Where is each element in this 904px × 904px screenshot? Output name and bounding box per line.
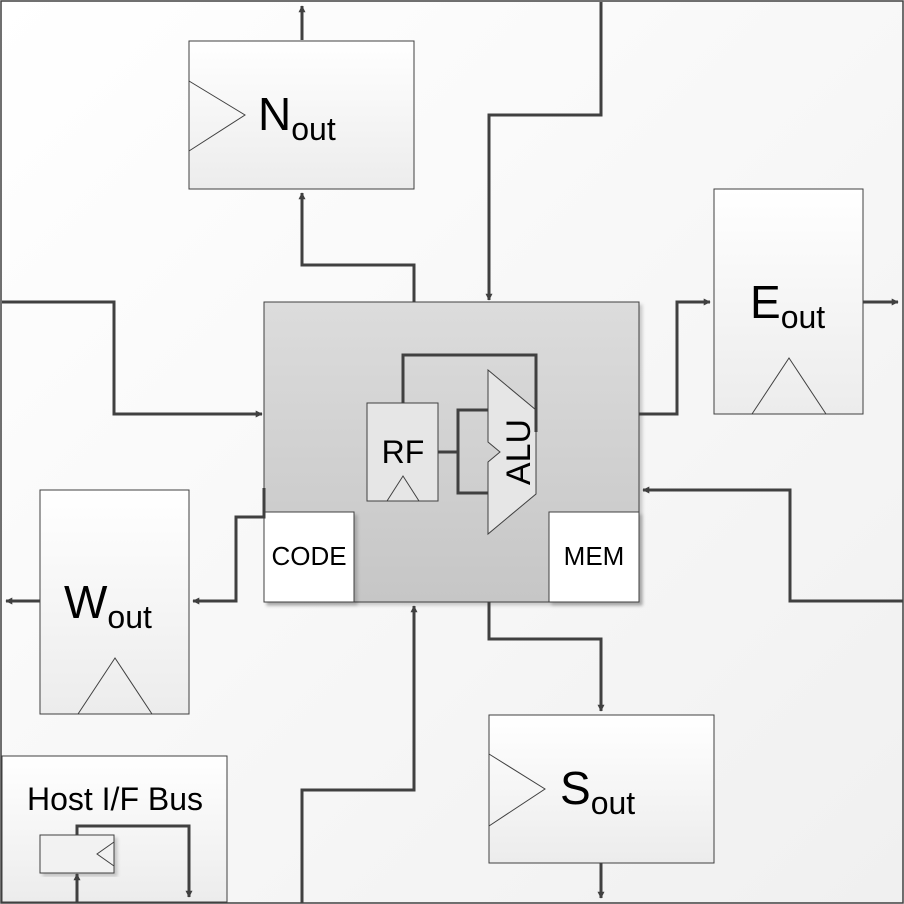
core-to-east-wire: [639, 298, 711, 416]
east-register-label: E: [750, 276, 781, 328]
south-input-wire: [300, 605, 418, 903]
east-input-wire: [642, 486, 903, 603]
svg-text:Wout: Wout: [64, 576, 152, 635]
south-register-label: S: [560, 762, 591, 814]
svg-text:Sout: Sout: [560, 762, 635, 821]
north-register-clock-icon: [188, 80, 246, 152]
west-register-subscript: out: [107, 599, 152, 635]
south-register-clock-icon: [488, 753, 546, 827]
host-interface-output-wire: [75, 824, 193, 898]
host-interface-block: Host I/F Bus: [1, 755, 228, 903]
rf-alu-wiring: [401, 353, 538, 495]
svg-text:Nout: Nout: [258, 88, 336, 147]
core-to-south-wire: [487, 602, 605, 712]
east-register: Eout: [713, 188, 864, 415]
west-register: Wout: [39, 489, 190, 715]
register-file-label: RF: [382, 434, 425, 470]
west-register-clock-icon: [77, 657, 153, 715]
south-register-subscript: out: [591, 785, 636, 821]
host-interface-register: [39, 834, 115, 874]
east-register-clock-icon: [751, 357, 827, 415]
north-input-wire: [485, 2, 603, 301]
host-interface-clock-icon: [96, 841, 115, 867]
register-file-clock-icon: [386, 475, 420, 502]
svg-text:Eout: Eout: [750, 276, 825, 335]
code-memory-label: CODE: [271, 541, 346, 571]
core-to-north-wire: [298, 192, 416, 302]
code-memory-block: CODE: [263, 511, 355, 603]
north-register-subscript: out: [291, 111, 336, 147]
west-input-wire: [2, 300, 263, 418]
core-to-west-wire: [192, 488, 266, 605]
data-memory-label: MEM: [564, 541, 625, 571]
west-register-label: W: [64, 576, 108, 628]
east-register-subscript: out: [781, 299, 826, 335]
south-register: Sout: [488, 714, 715, 864]
register-file-block: RF: [366, 402, 439, 502]
north-register: Nout: [188, 40, 415, 190]
host-interface-label: Host I/F Bus: [27, 781, 203, 817]
north-register-label: N: [258, 88, 291, 140]
alu-label: ALU: [500, 419, 538, 485]
data-memory-block: MEM: [548, 511, 640, 603]
